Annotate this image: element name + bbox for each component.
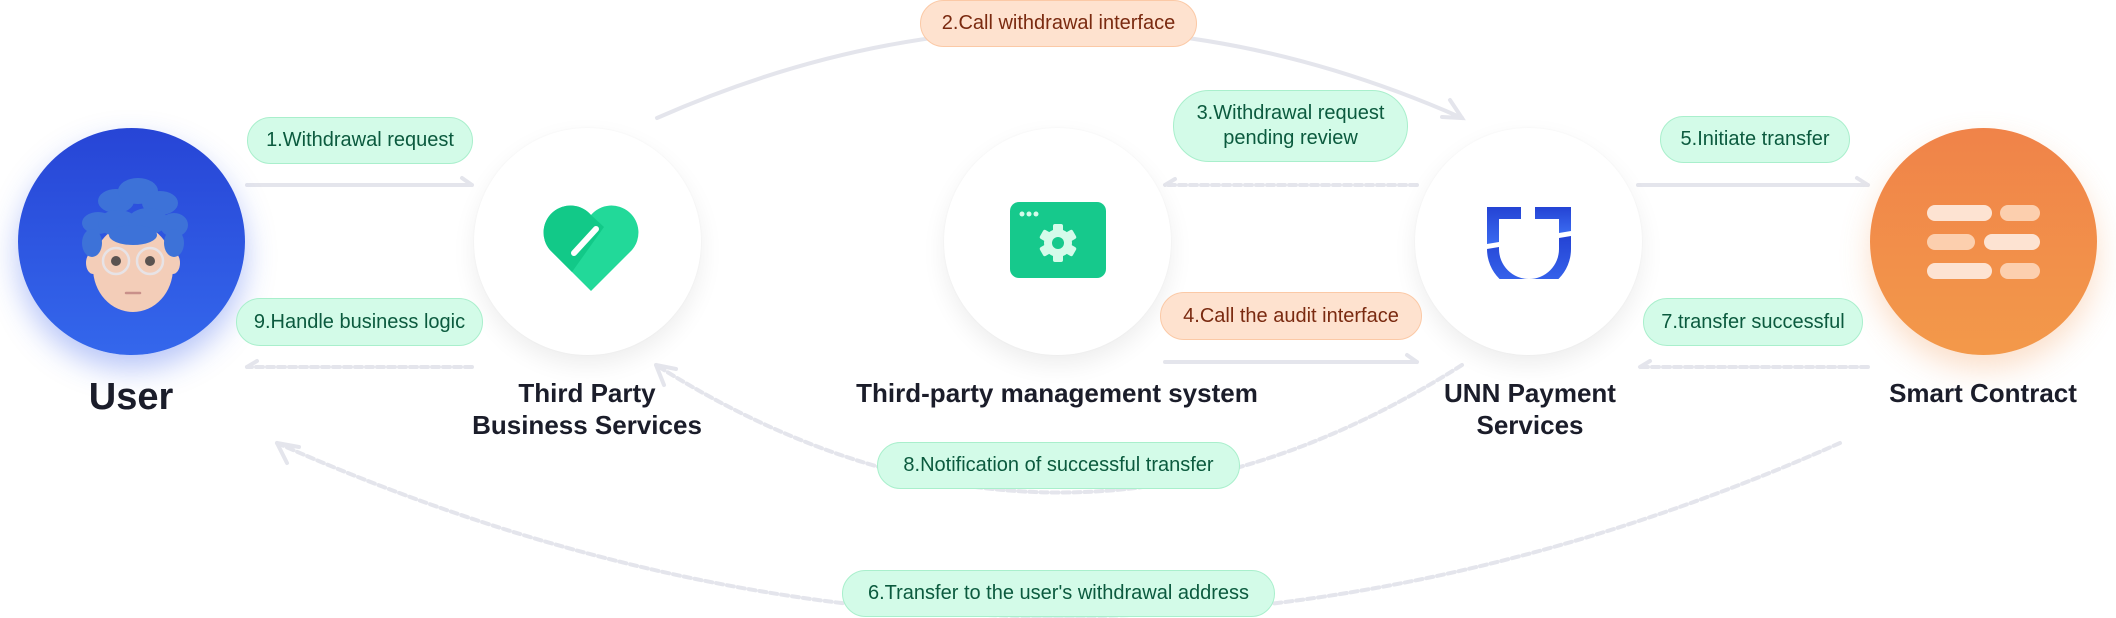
arrow-step-5 — [1636, 176, 1870, 187]
node-label-smart-contract: Smart Contract — [1889, 378, 2077, 408]
node-label-third-party-management-system: Third-party management system — [856, 378, 1258, 408]
node-label-line2: Business Services — [472, 410, 702, 440]
arrowhead-step-7 — [1638, 359, 1652, 369]
node-label-line1: UNN Payment — [1444, 378, 1616, 408]
node-label-unn-payment-services: UNN Payment Services — [1444, 377, 1616, 441]
step-pill-8: 8.Notification of successful transfer — [877, 442, 1240, 489]
node-smart-contract — [1870, 128, 2097, 355]
step-pill-9: 9.Handle business logic — [236, 298, 483, 346]
user-avatar-icon — [82, 178, 188, 312]
step-pill-4: 4.Call the audit interface — [1160, 292, 1422, 340]
node-label-third-party-business-services: Third Party Business Services — [472, 377, 702, 441]
contract-bars-icon — [1927, 205, 2040, 279]
node-label-line1: Third Party — [518, 378, 656, 408]
step-pill-7: 7.transfer successful — [1643, 298, 1863, 346]
arrowhead-step-9 — [245, 359, 259, 369]
arrow-step-4 — [1163, 353, 1419, 364]
node-label-line2: Services — [1476, 410, 1584, 440]
step-pill-2: 2.Call withdrawal interface — [920, 0, 1197, 47]
arrowhead-step-8 — [654, 363, 678, 387]
arrow-step-8 — [654, 363, 1464, 495]
heart-icon — [543, 205, 639, 291]
step-pill-1: 1.Withdrawal request — [247, 117, 473, 164]
arrowhead-step-3 — [1163, 177, 1177, 187]
settings-window-icon — [1010, 202, 1106, 278]
unn-logo-icon — [1487, 207, 1571, 279]
arrowhead-step-6 — [275, 441, 301, 465]
arrowhead-step-2 — [1440, 98, 1466, 121]
gear-icon — [1039, 224, 1077, 262]
node-user — [18, 128, 245, 355]
arrow-step-1 — [245, 176, 474, 187]
step-pill-5: 5.Initiate transfer — [1660, 116, 1850, 163]
step-pill-6: 6.Transfer to the user's withdrawal addr… — [842, 570, 1275, 617]
node-third-party-management-system — [944, 128, 1171, 355]
step-pill-3: 3.Withdrawal request pending review — [1173, 90, 1408, 162]
node-third-party-business-services — [474, 128, 701, 355]
node-label-user: User — [88, 376, 174, 418]
node-unn-payment-services — [1415, 128, 1642, 355]
